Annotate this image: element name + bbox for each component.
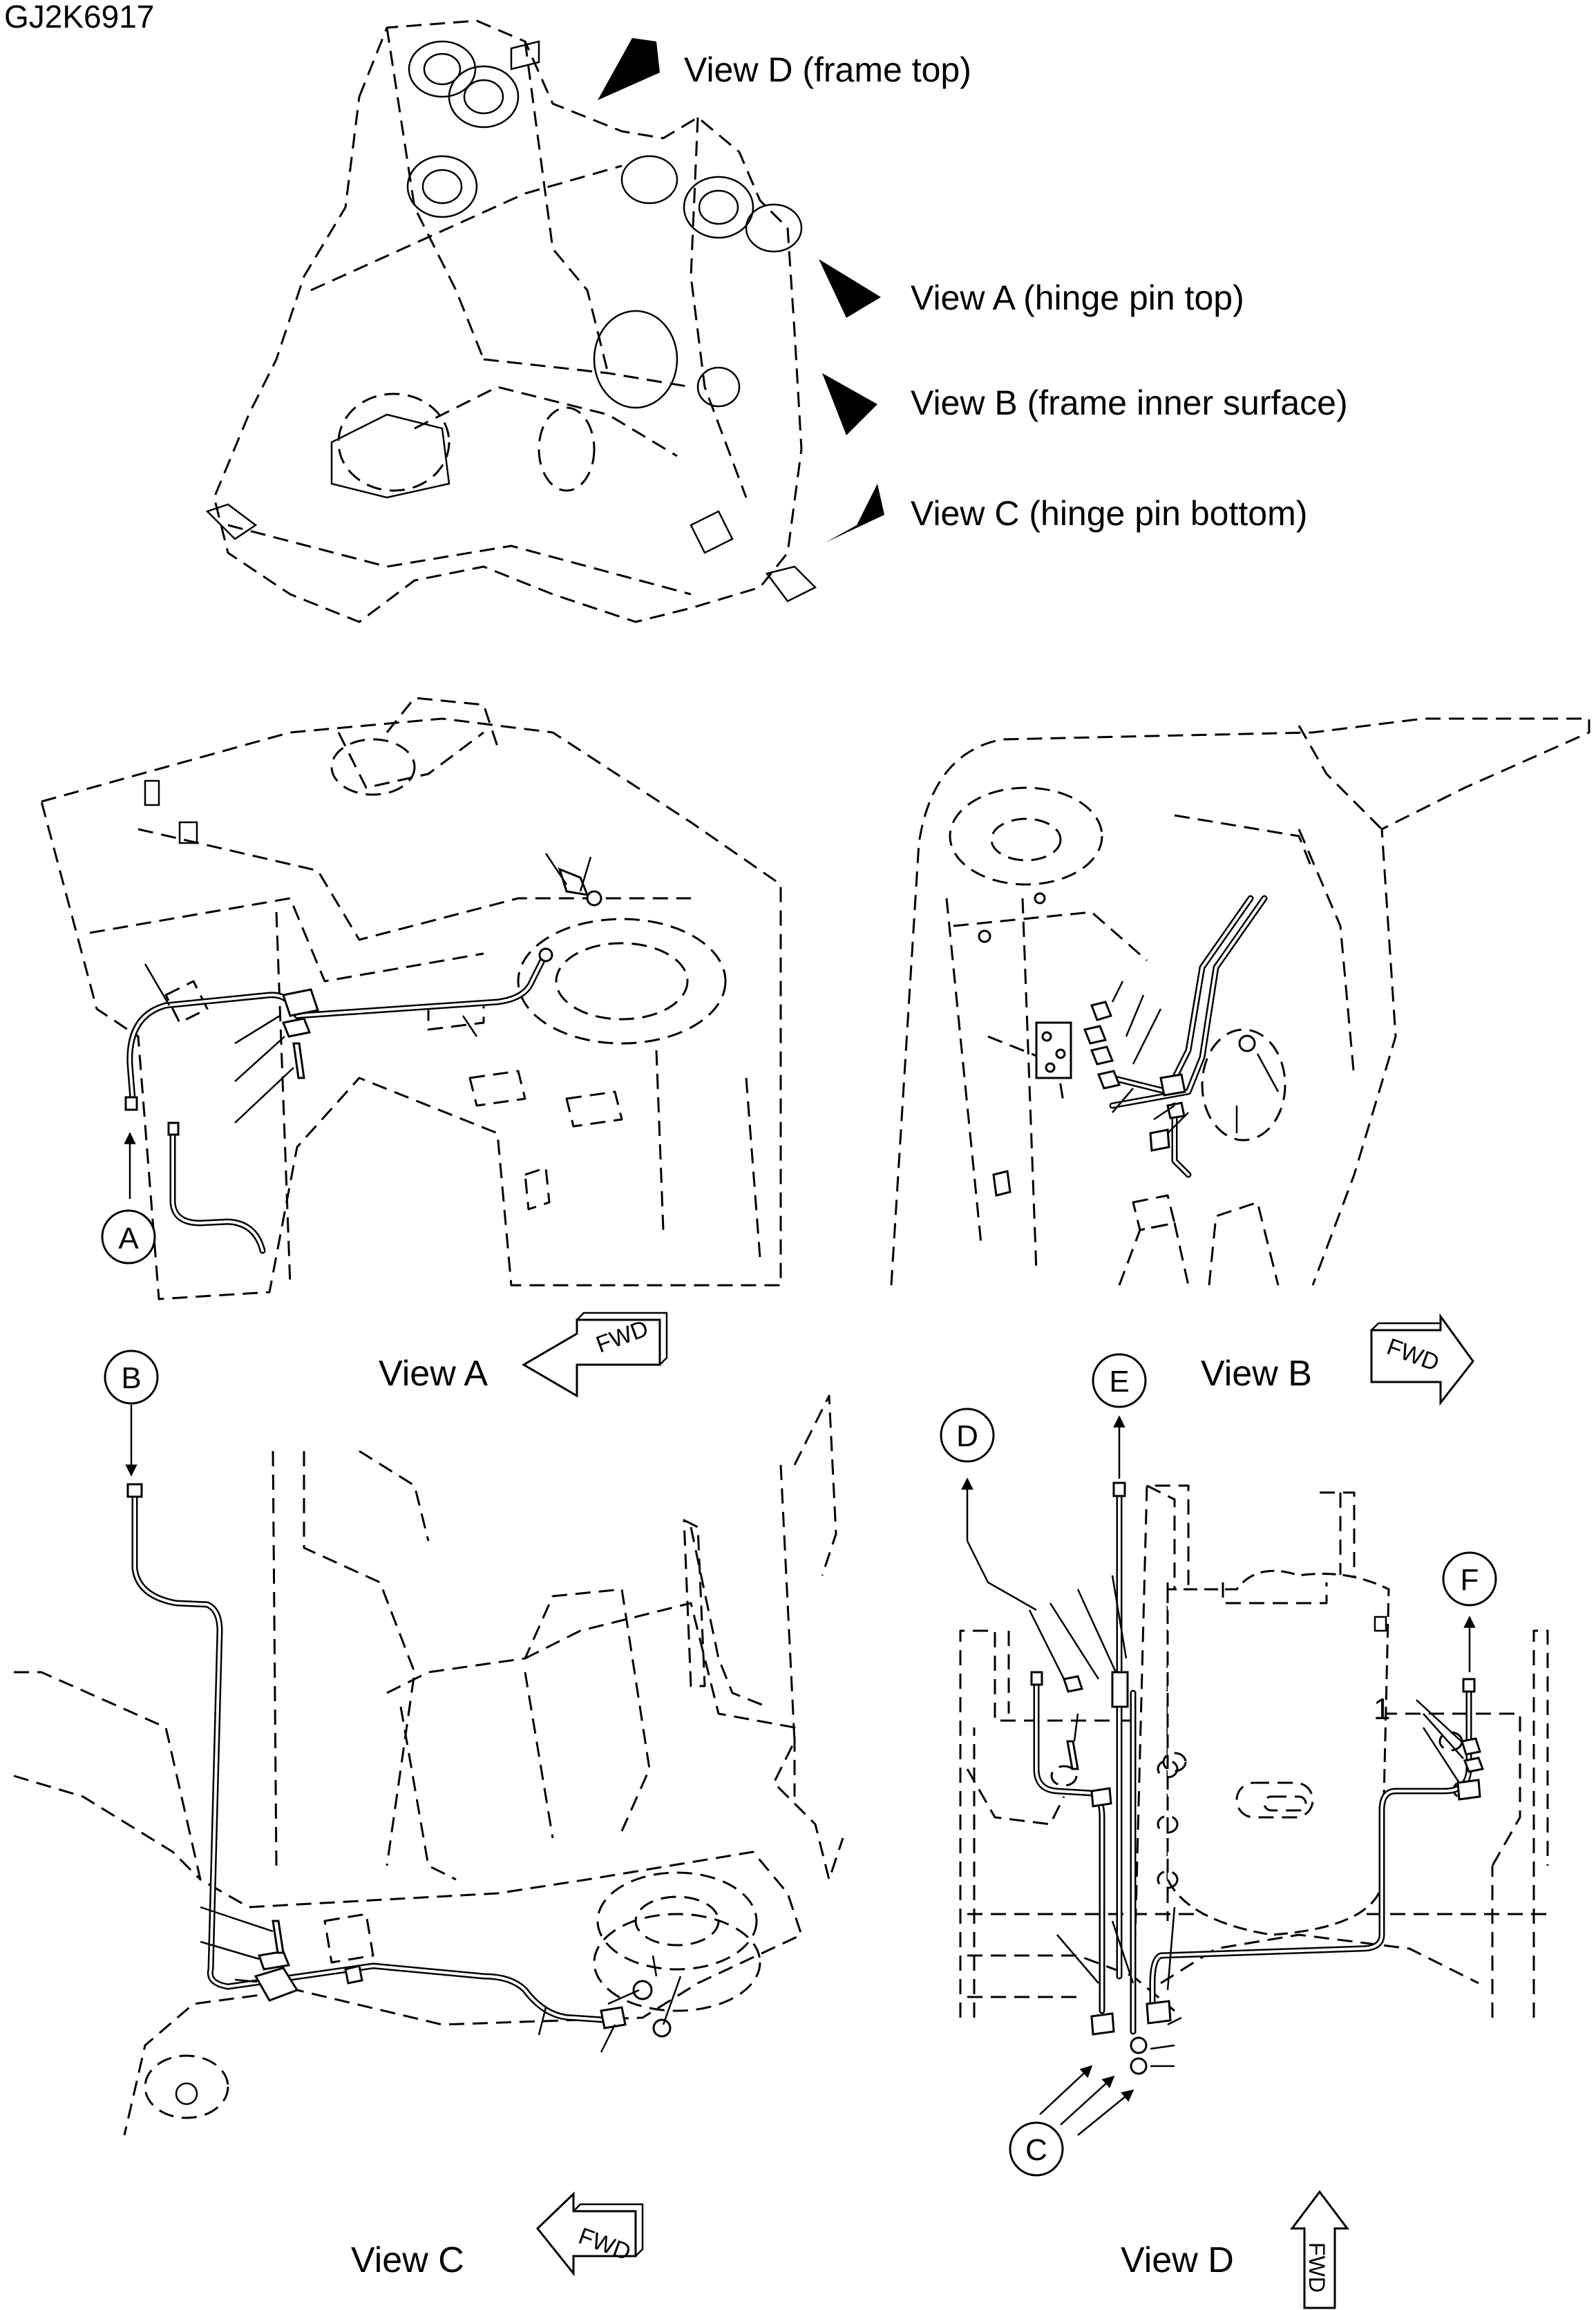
circle-e-label: E [1109,1365,1129,1399]
view-a-fwd-arrow-icon: FWD [522,1312,668,1398]
circle-d-label: D [956,1419,978,1453]
view-c-label: View C (hinge pin bottom) [911,494,1307,533]
view-a-panel: A View A FWD [40,697,782,1398]
view-d-fwd-arrow-icon: FWD [1289,2190,1350,2309]
circle-b-marker [104,1350,159,1405]
view-callout-a: View A (hinge pin top) [819,259,1244,318]
view-c-fwd-arrow-icon: FWD [535,2191,644,2277]
circle-c-marker [1009,2121,1064,2177]
figure-id: GJ2K6917 [4,0,154,35]
circle-e-marker [1092,1353,1147,1408]
circle-c-label: C [1025,2133,1047,2167]
view-callout-d: View D (frame top) [598,38,971,100]
view-a-pointer-icon [819,259,881,318]
view-callout-b: View B (frame inner surface) [822,373,1348,435]
item-number-1: 1 [1374,1692,1390,1726]
circle-a-label: A [118,1222,139,1256]
view-c-panel: C B View C FWD [13,1350,844,2280]
view-b-title: View B [1201,1354,1312,1394]
svg-text:FWD: FWD [1304,2242,1329,2293]
view-b-panel: View B FWD [890,717,1590,1406]
frame-overview [205,19,817,623]
view-c-title: View C [351,2240,464,2280]
circle-a-marker [101,1209,156,1265]
view-d-title: View D [1121,2240,1234,2280]
circle-f-label: F [1461,1563,1479,1597]
view-d-panel: D E F 1 C View D FWD [940,1353,1549,2309]
view-b-pointer-icon [822,373,877,435]
view-c-pointer-icon [826,484,884,542]
circle-b-text: B [121,1361,141,1395]
view-b-fwd-arrow-icon: FWD [1370,1313,1474,1406]
circle-d-marker [940,1408,995,1463]
view-a-label: View A (hinge pin top) [911,278,1244,317]
view-d-label: View D (frame top) [684,50,971,89]
circle-f-marker [1442,1551,1497,1607]
view-callout-c: View C (hinge pin bottom) [826,484,1307,542]
view-a-title: View A [379,1354,488,1394]
view-b-label: View B (frame inner surface) [911,384,1348,422]
view-d-pointer-icon [598,38,660,100]
